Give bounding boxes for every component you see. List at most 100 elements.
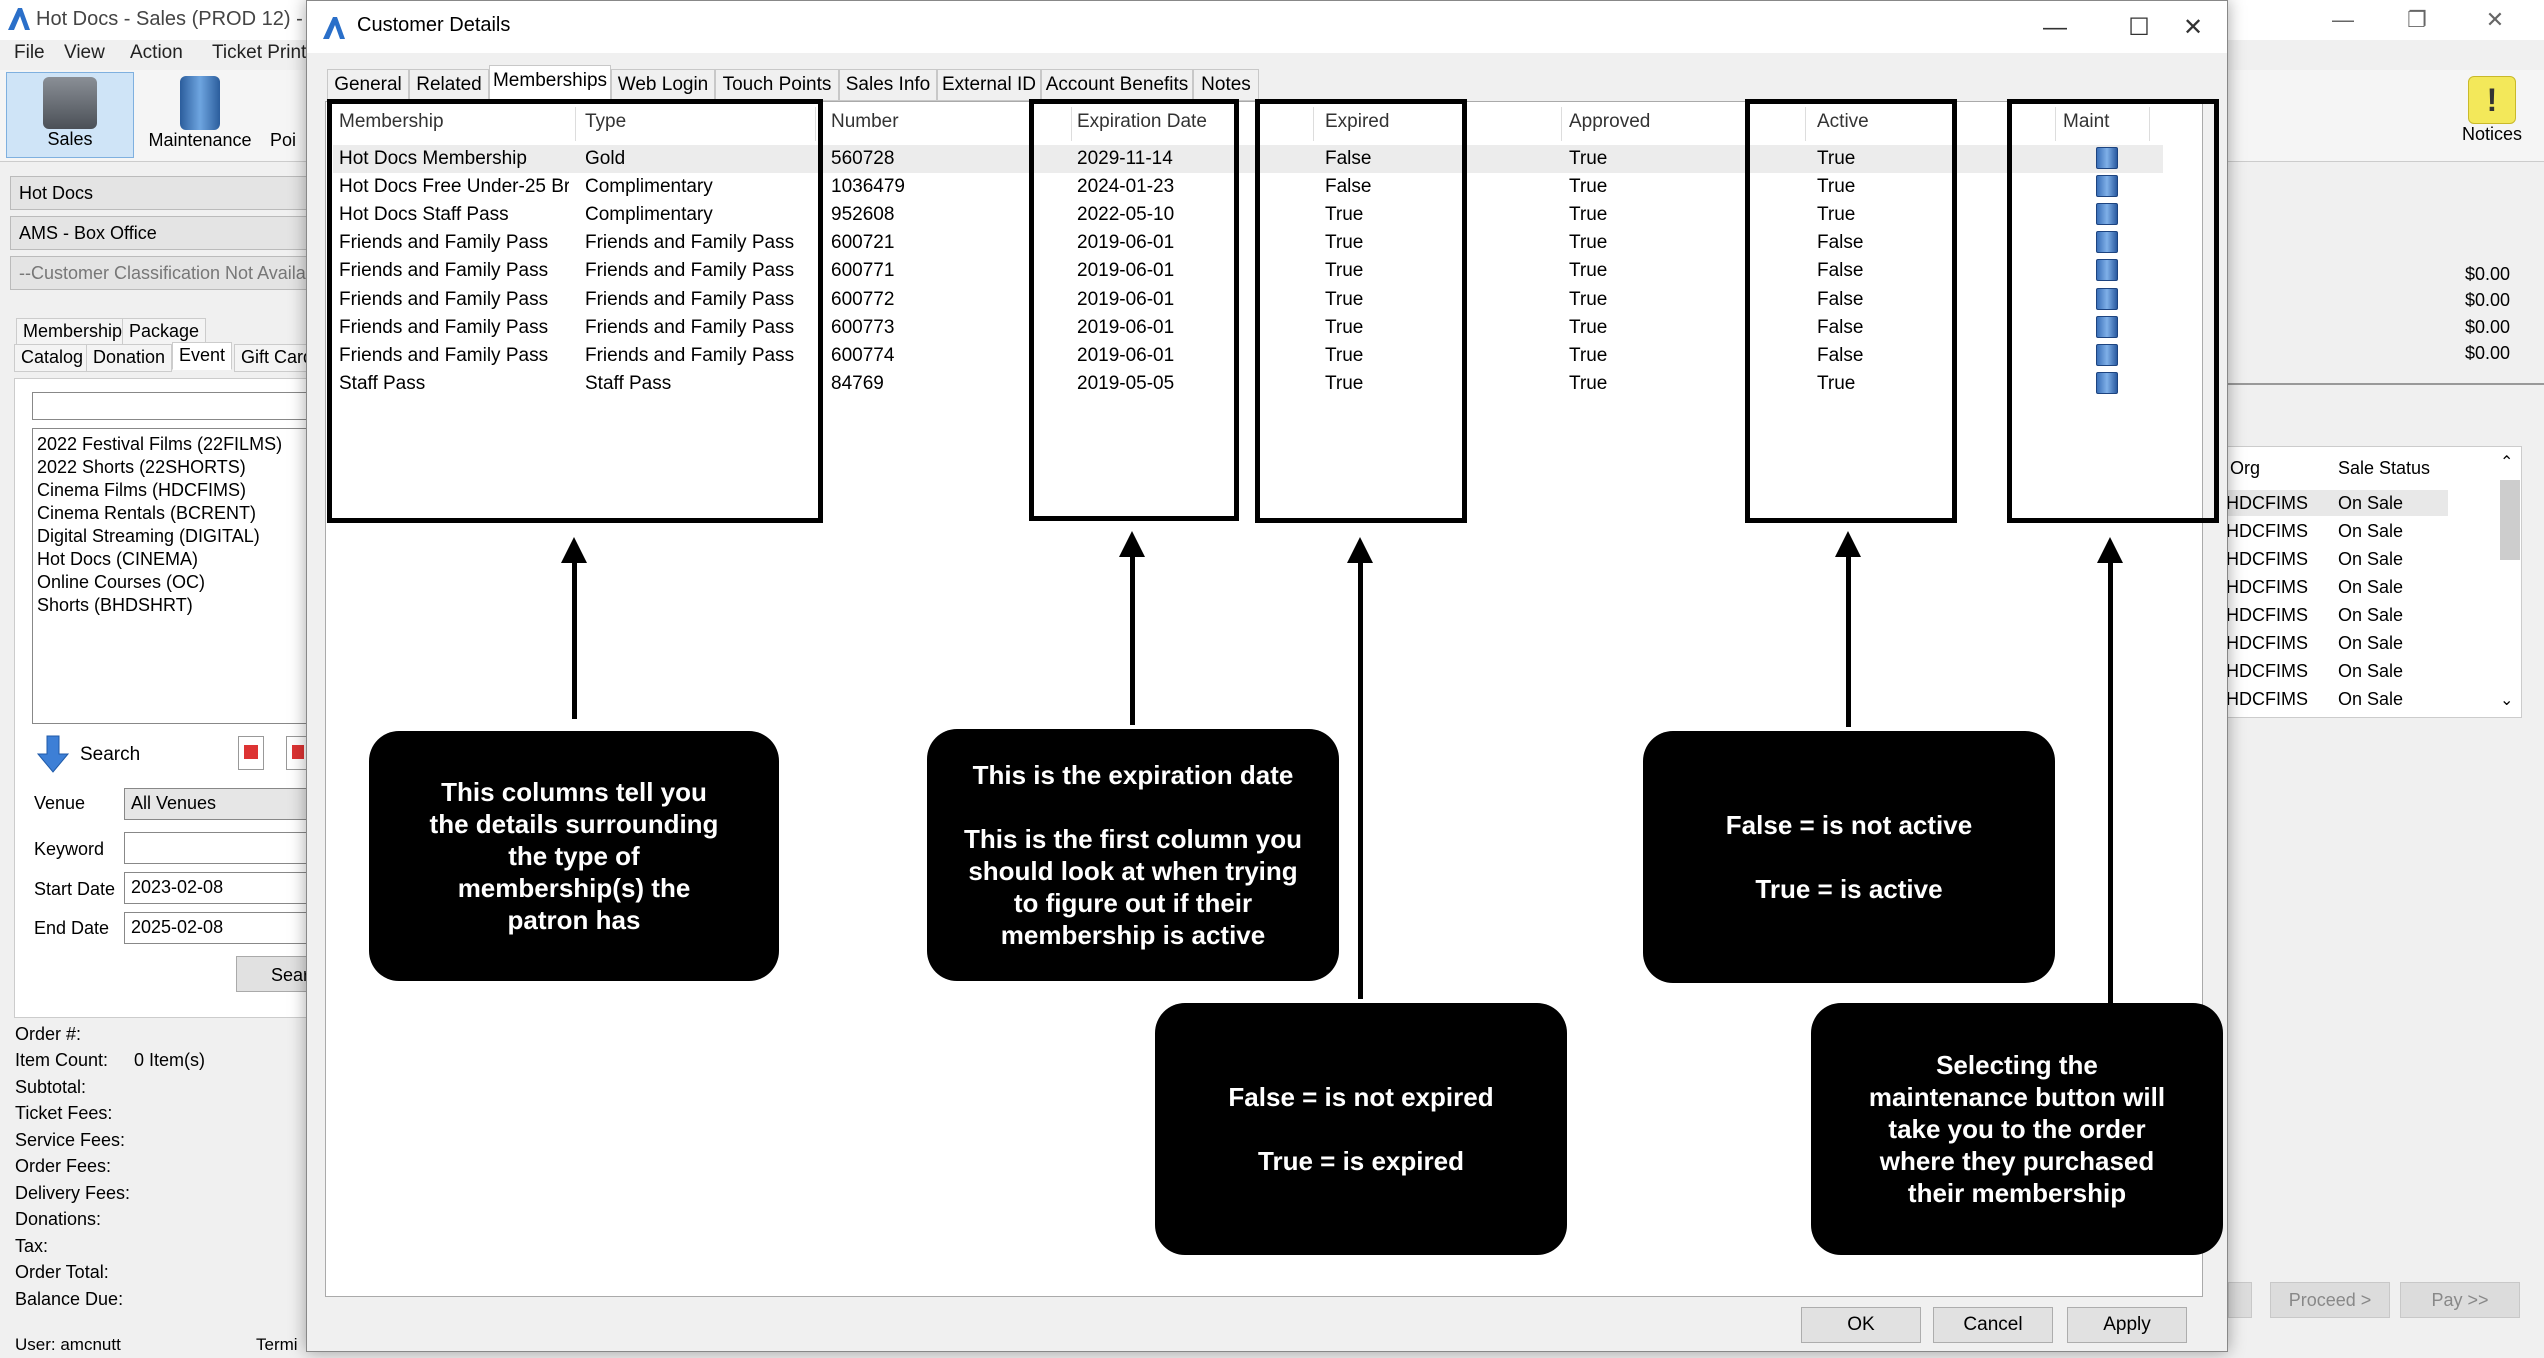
tab-related[interactable]: Related — [409, 69, 489, 101]
event-list[interactable]: 2022 Festival Films (22FILMS) 2022 Short… — [32, 428, 322, 724]
tab-touch-points[interactable]: Touch Points — [715, 69, 839, 101]
menu-action[interactable]: Action — [130, 42, 183, 63]
list-item[interactable]: Shorts (BHDSHRT) — [37, 595, 193, 615]
start-date-label: Start Date — [34, 879, 116, 899]
scroll-up-icon[interactable]: ⌃ — [2500, 454, 2514, 471]
list-item[interactable]: 2022 Shorts (22SHORTS) — [37, 457, 246, 477]
tab-web-login[interactable]: Web Login — [611, 69, 715, 101]
cell-expired: False — [1325, 148, 1372, 169]
calendar-icon[interactable] — [238, 736, 264, 770]
menu-view[interactable]: View — [64, 42, 105, 63]
delivery-fees-label: Delivery Fees: — [15, 1183, 131, 1203]
column-header-sale-status[interactable]: Sale Status — [2338, 458, 2431, 478]
search-button[interactable]: Search — [36, 734, 186, 774]
maintenance-icon-glyph — [2096, 203, 2118, 225]
event-filter-input[interactable] — [32, 392, 322, 420]
sales-ribbon-button[interactable]: Sales — [6, 72, 134, 158]
tab-membership[interactable]: Membership — [16, 318, 130, 346]
scroll-down-icon[interactable]: ⌄ — [2500, 692, 2514, 709]
close-icon[interactable]: ✕ — [2485, 7, 2505, 32]
end-date-input[interactable]: 2025-02-08 — [124, 912, 324, 944]
expiration-callout: This is the expiration date This is the … — [927, 729, 1339, 981]
tab-external-id[interactable]: External ID — [937, 69, 1041, 101]
list-item[interactable]: Digital Streaming (DIGITAL) — [37, 526, 260, 546]
down-arrow-icon — [36, 735, 70, 773]
maintenance-icon[interactable] — [2095, 315, 2119, 339]
maintenance-icon[interactable] — [2095, 371, 2119, 395]
tab-account-benefits[interactable]: Account Benefits — [1041, 69, 1193, 101]
pay-button[interactable]: Pay >> — [2400, 1282, 2520, 1318]
scrollbar-thumb[interactable] — [2500, 480, 2520, 560]
classification-select[interactable]: --Customer Classification Not Available — [10, 256, 310, 290]
cell-type: Complimentary — [585, 204, 713, 225]
list-item[interactable]: Hot Docs (CINEMA) — [37, 549, 199, 569]
close-icon[interactable]: ✕ — [2182, 14, 2204, 41]
cell-sale-status: On Sale — [2338, 549, 2404, 569]
list-item[interactable]: Cinema Rentals (BCRENT) — [37, 503, 257, 523]
tab-sales-info[interactable]: Sales Info — [839, 69, 937, 101]
maximize-icon[interactable]: ☐ — [2128, 14, 2150, 41]
maint-callout-text: Selecting the maintenance button will ta… — [1868, 1050, 2166, 1208]
restore-icon[interactable]: ❐ — [2407, 7, 2427, 32]
column-header-membership[interactable]: Membership — [339, 111, 444, 132]
maintenance-icon[interactable] — [2095, 287, 2119, 311]
ok-button[interactable]: OK — [1801, 1307, 1921, 1343]
cancel-button[interactable]: Cancel — [1933, 1307, 2053, 1343]
cell-sale-status: On Sale — [2338, 633, 2404, 653]
apply-button[interactable]: Apply — [2067, 1307, 2187, 1343]
column-header-maint[interactable]: Maint — [2063, 111, 2110, 132]
cell-number: 600772 — [831, 289, 895, 310]
minimize-icon[interactable]: — — [2332, 7, 2354, 32]
column-header-number[interactable]: Number — [831, 111, 899, 132]
proceed-button[interactable]: Proceed > — [2270, 1282, 2390, 1318]
arrow-up-icon — [2097, 537, 2123, 563]
cell-number: 952608 — [831, 204, 895, 225]
maintenance-icon[interactable] — [2095, 230, 2119, 254]
cell-active: False — [1817, 289, 1864, 310]
tab-notes[interactable]: Notes — [1193, 69, 1259, 101]
maintenance-icon[interactable] — [2095, 174, 2119, 198]
column-header-type[interactable]: Type — [585, 111, 627, 132]
cell-expired: True — [1325, 373, 1364, 394]
cell-approved: True — [1569, 148, 1608, 169]
cell-expiration: 2029-11-14 — [1077, 148, 1173, 169]
maintenance-icon[interactable] — [2095, 258, 2119, 282]
cell-membership: Staff Pass — [339, 373, 426, 394]
column-header-expired[interactable]: Expired — [1325, 111, 1390, 132]
tab-gift-card[interactable]: Gift Card — [234, 344, 321, 372]
organization-select[interactable]: Hot Docs — [10, 176, 310, 210]
event-search-button[interactable]: Sear — [236, 956, 316, 992]
maintenance-icon[interactable] — [2095, 202, 2119, 226]
location-select[interactable]: AMS - Box Office — [10, 216, 310, 250]
order-number-label: Order #: — [15, 1024, 82, 1044]
start-date-input[interactable]: 2023-02-08 — [124, 872, 324, 904]
tab-catalog[interactable]: Catalog — [14, 344, 91, 372]
sales-ribbon-label: Sales — [47, 129, 93, 149]
maintenance-icon[interactable] — [2095, 343, 2119, 367]
column-header-expiration-date[interactable]: Expiration Date — [1077, 111, 1207, 132]
column-header-org[interactable]: Org — [2230, 458, 2261, 478]
item-count-value: 0 Item(s) — [134, 1050, 206, 1070]
menu-file[interactable]: File — [14, 42, 45, 63]
maintenance-ribbon-button[interactable]: Maintenance — [140, 72, 260, 158]
venue-select[interactable]: All Venues — [124, 788, 324, 820]
list-item[interactable]: Cinema Films (HDCFIMS) — [37, 480, 246, 500]
tab-donation[interactable]: Donation — [86, 344, 173, 372]
column-header-approved[interactable]: Approved — [1569, 111, 1651, 132]
keyword-input[interactable] — [124, 832, 324, 864]
list-item[interactable]: Online Courses (OC) — [37, 572, 206, 592]
arrow-line — [2108, 559, 2113, 1003]
tab-memberships[interactable]: Memberships — [489, 65, 611, 101]
prev-button[interactable] — [2228, 1282, 2252, 1318]
list-item[interactable]: 2022 Festival Films (22FILMS) — [37, 434, 283, 454]
tab-event[interactable]: Event — [172, 342, 233, 370]
tab-general[interactable]: General — [327, 69, 409, 101]
maintenance-icon[interactable] — [2095, 146, 2119, 170]
server-icon — [180, 76, 220, 130]
tab-package[interactable]: Package — [122, 318, 207, 346]
menu-ticket-print[interactable]: Ticket Print — [212, 42, 307, 63]
cell-approved: True — [1569, 345, 1608, 366]
notices-ribbon-button[interactable]: ! Notices — [2440, 72, 2544, 158]
column-header-active[interactable]: Active — [1817, 111, 1869, 132]
minimize-icon[interactable]: — — [2043, 14, 2067, 41]
